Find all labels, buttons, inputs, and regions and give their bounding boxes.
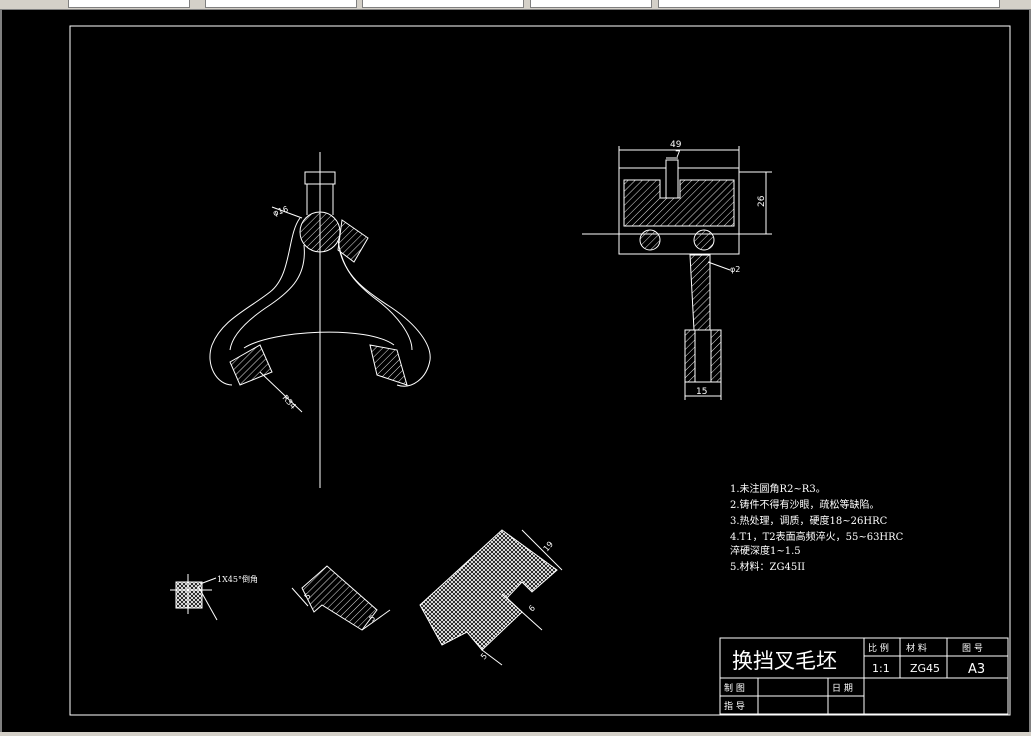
technical-notes: 1.未注圆角R2~R3。 2.铸件不得有沙眼，疏松等缺陷。 3.热处理，调质，硬… (730, 482, 904, 573)
guide-label: 指 导 (724, 700, 745, 712)
note-1: 1.未注圆角R2~R3。 (730, 482, 826, 495)
dim-5b: 5 (368, 613, 378, 623)
dim-49: 49 (670, 140, 682, 150)
toolbar-field[interactable] (658, 0, 1000, 8)
toolbar-field[interactable] (530, 0, 652, 8)
drawing-no-label: 图 号 (962, 643, 983, 654)
dim-phi16: φ16 (272, 205, 289, 218)
toolbar-field[interactable] (68, 0, 190, 8)
chamfer-label: 1X45°倒角 (217, 574, 258, 584)
drawing-title: 换挡叉毛坯 (732, 649, 837, 673)
fork-front-view (209, 152, 431, 488)
dim-7: 7 (675, 150, 681, 160)
drawn-label: 制 图 (724, 682, 745, 694)
chamfer-detail (170, 574, 218, 621)
cad-drawing-canvas[interactable]: φ16 R34 49 7 26 15 φ2 1X45°倒角 (0, 10, 1031, 732)
fork-side-view (582, 146, 772, 400)
title-block (719, 637, 1009, 715)
dim-6: 6 (527, 603, 537, 613)
dim-r34: R34 (281, 393, 298, 411)
drawing-frame (69, 25, 1011, 716)
note-5: 5.材料：ZG45II (730, 560, 805, 573)
window-top-bar (0, 0, 1031, 10)
scale-value: 1:1 (872, 662, 890, 675)
toolbar-field[interactable] (362, 0, 524, 8)
note-4b: 淬硬深度1~1.5 (730, 544, 801, 557)
material-value: ZG45 (910, 662, 940, 675)
drawing-sheet: φ16 R34 49 7 26 15 φ2 1X45°倒角 (69, 25, 1011, 716)
toolbar-field[interactable] (205, 0, 357, 8)
material-label: 材 料 (906, 642, 927, 654)
dim-15: 15 (696, 387, 707, 397)
command-bar[interactable] (0, 732, 1031, 736)
date-label: 日 期 (832, 683, 853, 694)
dim-5c: 5 (479, 651, 489, 661)
section-detail-3 (419, 529, 563, 666)
dim-phi2: φ2 (730, 265, 740, 274)
section-detail-2 (291, 565, 391, 631)
note-4: 4.T1，T2表面高频淬火，55~63HRC (730, 530, 904, 543)
scale-label: 比 例 (868, 642, 889, 654)
note-3: 3.热处理，调质，硬度18~26HRC (730, 514, 888, 527)
dim-26: 26 (757, 195, 767, 207)
note-2: 2.铸件不得有沙眼，疏松等缺陷。 (730, 498, 880, 511)
dim-5a: 5 (303, 592, 313, 602)
drawing-no-value: A3 (968, 662, 985, 677)
